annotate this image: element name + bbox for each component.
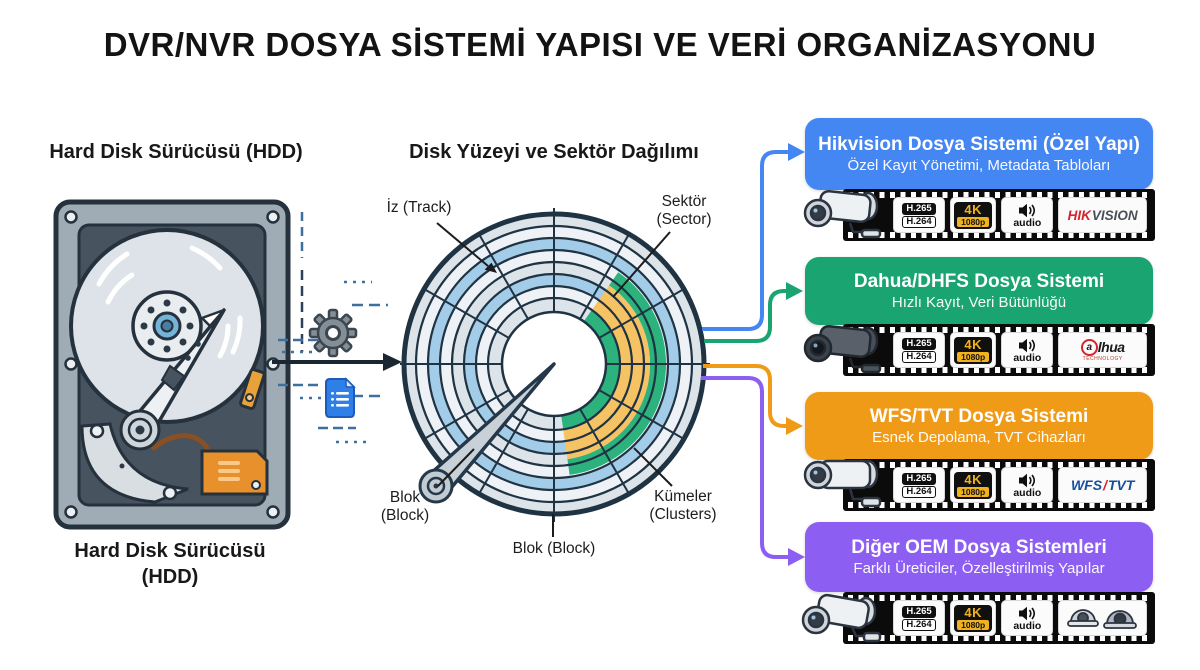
hdd-caption: Hard Disk Sürücüsü (HDD) [74,540,266,588]
platter-shine [96,245,243,359]
system-card-oem: Diğer OEM Dosya Sistemleri Farklı Üretic… [805,522,1153,592]
codec-badge: H.265 H.264 [893,467,946,503]
resolution-badge: 4K 1080p [950,197,997,233]
system-subtitle: Özel Kayıt Yönetimi, Metadata Tabloları [847,157,1111,175]
system-title: Diğer OEM Dosya Sistemleri [851,536,1107,558]
connector-arrowhead-dahua [786,282,803,300]
bullet-camera-icon [801,593,882,643]
system-subtitle: Farklı Üreticiler, Özelleştirilmiş Yapıl… [853,560,1105,578]
resolution-badge: 4K 1080p [950,600,997,636]
system-subtitle: Hızlı Kayıt, Veri Bütünlüğü [891,294,1067,312]
label-block-left: Blok (Block) [380,489,430,524]
data-flow-decor-lines [278,212,388,444]
system-title: Hikvision Dosya Sistemi (Özel Yapı) [818,133,1140,155]
audio-badge: audio [1001,197,1054,233]
disk-diagram [400,208,710,522]
cluster-wedge-green-outer [567,272,667,475]
brand-logo-wfs-tvt: WFS/TVT [1058,467,1147,503]
film-strip-wfs-tvt: H.265 H.264 4K 1080p audio WFS/TVT [843,459,1155,511]
cluster-wedge-green-inner [561,309,621,430]
connector-arrowhead-oem [788,548,805,566]
resolution-badge: 4K 1080p [950,467,997,503]
codec-h264: H.264 [902,215,936,228]
system-card-dahua: Dahua/DHFS Dosya Sistemi Hızlı Kayıt, Ve… [805,257,1153,325]
speaker-icon [1019,203,1036,217]
hdd-illustration [53,199,291,530]
brand-logo-domes [1058,600,1147,636]
system-card-wfs-tvt: WFS/TVT Dosya Sistemi Esnek Depolama, TV… [805,392,1153,460]
system-title: WFS/TVT Dosya Sistemi [869,405,1089,427]
label-clusters: Kümeler (Clusters) [649,488,717,523]
resolution-badge: 4K 1080p [950,332,997,368]
label-sector: Sektör (Sector) [656,193,712,228]
disk-section-header: Disk Yüzeyi ve Sektör Dağılımı [409,141,699,163]
connector-key [239,368,266,411]
audio-badge: audio [1001,332,1054,368]
speaker-icon [1019,473,1036,487]
codec-h265: H.265 [902,202,936,215]
system-title: Dahua/DHFS Dosya Sistemi [853,270,1105,292]
document-icon [325,377,356,418]
label-track: İz (Track) [386,199,452,216]
system-subtitle: Esnek Depolama, TVT Cihazları [872,429,1086,447]
label-block-bottom: Blok (Block) [512,540,596,557]
hdd-section-header: Hard Disk Sürücüsü (HDD) [49,141,303,163]
film-strip-oem: H.265 H.264 4K 1080p audio [843,592,1155,644]
speaker-icon [1019,338,1036,352]
audio-badge: audio [1001,600,1054,636]
page-title: DVR/NVR DOSYA SİSTEMİ YAPISI VE VERİ ORG… [103,26,1097,63]
connector-arrowhead-hikvision [788,143,805,161]
codec-badge: H.265 H.264 [893,600,946,636]
bullet-camera-icon [803,190,882,239]
system-card-hikvision: Hikvision Dosya Sistemi (Özel Yapı) Özel… [805,118,1153,190]
codec-badge: H.265 H.264 [893,332,946,368]
audio-badge: audio [1001,467,1054,503]
connector-arrowhead-wfs [786,417,803,435]
codec-badge: H.265 H.264 [893,197,946,233]
bullet-camera-dark-icon [803,325,882,374]
bullet-camera-icon [803,459,882,508]
gear-icon [308,308,358,358]
speaker-icon [1019,606,1036,620]
dome-camera-icon [1066,609,1137,629]
